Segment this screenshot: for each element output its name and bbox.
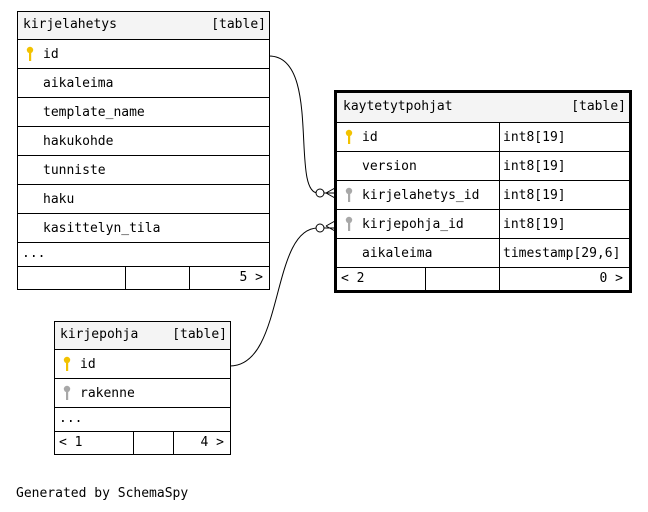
children-count[interactable]: 4 > — [200, 435, 224, 450]
generated-by-credit: Generated by SchemaSpy — [16, 486, 189, 501]
column-name: tunniste — [43, 163, 106, 178]
column-name: aikaleima — [43, 76, 114, 91]
column-type: int8[19] — [499, 123, 566, 151]
column-row[interactable]: id int8[19] — [337, 123, 629, 152]
table-kirjepohja[interactable]: kirjepohja [table] id rakenne ... < 1 4 … — [54, 321, 231, 455]
table-kirjelahetys[interactable]: kirjelahetys [table] id aikaleima templa… — [17, 11, 270, 290]
table-footer: < 2 0 > — [337, 268, 629, 290]
more-columns: ... — [18, 243, 269, 267]
foreign-key-icon — [344, 187, 354, 203]
column-name: hakukohde — [43, 134, 114, 149]
column-name: kasittelyn_tila — [43, 221, 161, 236]
optional-marker-kirjelahetys — [315, 188, 325, 198]
table-name: kirjepohja — [60, 327, 139, 342]
parents-count[interactable]: < 2 — [341, 271, 365, 286]
column-name: haku — [43, 192, 75, 207]
primary-key-icon — [344, 129, 354, 145]
foreign-key-icon — [344, 216, 354, 232]
column-name: template_name — [43, 105, 145, 120]
column-name: kirjelahetys_id — [362, 188, 480, 203]
optional-marker-kirjepohja — [315, 223, 325, 233]
column-name: version — [362, 159, 417, 174]
column-name: kirjepohja_id — [362, 217, 464, 232]
column-name: aikaleima — [362, 246, 433, 261]
children-count[interactable]: 0 > — [599, 271, 623, 286]
column-row[interactable]: aikaleima — [18, 69, 269, 98]
table-kind: [table] — [211, 17, 266, 32]
column-row[interactable]: id — [55, 350, 230, 379]
table-footer: < 1 4 > — [55, 432, 230, 454]
table-header: kaytetytpohjat [table] — [337, 93, 629, 123]
table-footer: 5 > — [18, 267, 269, 289]
table-kind: [table] — [172, 327, 227, 342]
more-columns: ... — [55, 408, 230, 432]
column-row[interactable]: haku — [18, 185, 269, 214]
children-count[interactable]: 5 > — [239, 270, 263, 285]
column-row[interactable]: tunniste — [18, 156, 269, 185]
table-kaytetytpohjat[interactable]: kaytetytpohjat [table] id int8[19] versi… — [334, 90, 632, 293]
column-name: id — [80, 357, 96, 372]
column-name: rakenne — [80, 386, 135, 401]
column-type: int8[19] — [499, 152, 566, 180]
column-name: id — [362, 130, 378, 145]
column-row[interactable]: kirjelahetys_id int8[19] — [337, 181, 629, 210]
column-row[interactable]: id — [18, 40, 269, 69]
column-type: int8[19] — [499, 181, 566, 209]
table-name: kirjelahetys — [23, 17, 117, 32]
table-name: kaytetytpohjat — [343, 99, 453, 114]
foreign-key-icon — [62, 385, 72, 401]
column-row[interactable]: aikaleima timestamp[29,6] — [337, 239, 629, 268]
column-row[interactable]: hakukohde — [18, 127, 269, 156]
column-row[interactable]: kasittelyn_tila — [18, 214, 269, 243]
column-name: id — [43, 47, 59, 62]
fk-line-kirjelahetys — [268, 55, 335, 194]
primary-key-icon — [62, 356, 72, 372]
column-row[interactable]: kirjepohja_id int8[19] — [337, 210, 629, 239]
parents-count[interactable]: < 1 — [59, 435, 83, 450]
column-type: timestamp[29,6] — [499, 239, 620, 267]
table-header: kirjelahetys [table] — [18, 12, 269, 40]
column-row[interactable]: rakenne — [55, 379, 230, 408]
column-type: int8[19] — [499, 210, 566, 238]
column-row[interactable]: template_name — [18, 98, 269, 127]
crowfoot-kirjelahetys — [325, 187, 336, 199]
crowfoot-kirjepohja — [325, 220, 336, 232]
column-row[interactable]: version int8[19] — [337, 152, 629, 181]
primary-key-icon — [25, 46, 35, 62]
table-kind: [table] — [571, 99, 626, 114]
table-header: kirjepohja [table] — [55, 322, 230, 350]
fk-line-kirjepohja — [229, 227, 335, 367]
